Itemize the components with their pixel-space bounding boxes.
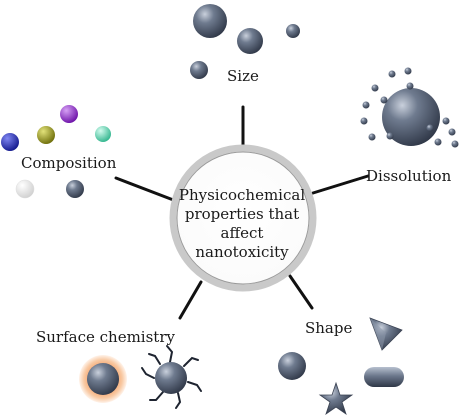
spoke-dissolution	[311, 174, 370, 195]
spoke-composition	[114, 176, 178, 203]
surface-ligand-particle	[141, 345, 202, 409]
surface-coated-particle	[87, 363, 119, 395]
composition-mint-particle	[95, 126, 111, 142]
size-label: Size	[227, 67, 259, 85]
spoke-surface-chemistry	[178, 280, 203, 320]
size-particle-left	[190, 61, 208, 79]
spoke-shape	[288, 274, 314, 310]
dissolution-label: Dissolution	[366, 167, 452, 185]
size-particle-large	[193, 4, 227, 38]
shape-label: Shape	[305, 319, 353, 337]
surface-chemistry-particles	[79, 345, 202, 409]
size-particle-small	[286, 24, 300, 38]
size-particles	[190, 4, 300, 79]
composition-grey-particle	[66, 180, 84, 198]
shape-rod	[364, 367, 404, 387]
center-label: Physicochemical properties that affect n…	[172, 186, 312, 262]
surface-chemistry-label: Surface chemistry	[36, 328, 175, 346]
center-line-3: affect	[220, 224, 264, 242]
composition-particles	[1, 105, 111, 199]
composition-blue-particle	[1, 133, 19, 151]
center-node	[169, 144, 317, 292]
composition-purple-particle	[60, 105, 78, 123]
center-line-1: Physicochemical	[178, 186, 306, 204]
shape-star	[318, 381, 354, 416]
composition-white-particle	[15, 179, 35, 199]
size-particle-medium	[237, 28, 263, 54]
shape-sphere	[278, 352, 306, 380]
shape-particles	[278, 317, 404, 416]
composition-olive-particle	[37, 126, 55, 144]
dissolution-particle	[360, 67, 459, 148]
spokes	[114, 105, 370, 320]
center-line-2: properties that	[184, 205, 300, 223]
composition-label: Composition	[21, 154, 117, 172]
center-line-4: nanotoxicity	[195, 243, 289, 261]
